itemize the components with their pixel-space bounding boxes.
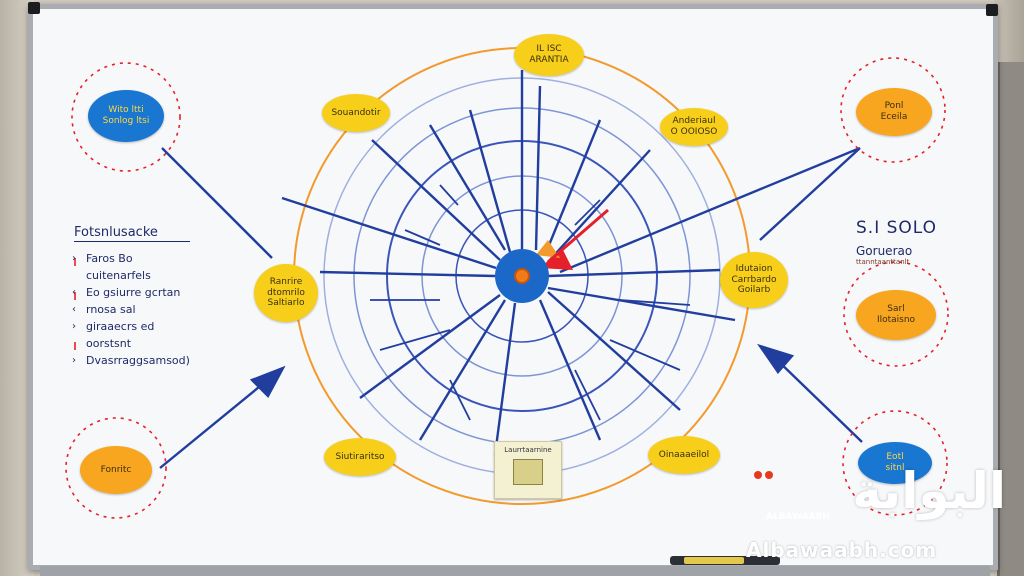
- note-bottom-right-blue: Eotl sitnl: [858, 442, 932, 484]
- side-text-subtitle: Goruerao: [856, 244, 913, 258]
- note-line: IL ISC: [536, 44, 562, 55]
- side-text-small: ttanntaanttanlt: [856, 258, 910, 266]
- bullet-icon: ›: [72, 355, 76, 366]
- note-right-orange: Sarl Ilotaisno: [856, 290, 936, 340]
- list-item-text: giraaecrs ed: [86, 320, 155, 333]
- side-text-block: S.I SOLO Goruerao ttanntaanttanlt: [856, 218, 937, 266]
- note-bottom-right-inner: Oinaaaeilol: [648, 436, 720, 474]
- bullet-icon: ‹: [72, 304, 76, 315]
- bullet-icon: ‹: [72, 287, 76, 298]
- note-line: Sonlog ltsi: [102, 116, 150, 126]
- note-line: ARANTIA: [529, 55, 569, 65]
- watermark-url: Albawaabh.com: [746, 538, 938, 562]
- note-line: Wito ltti: [108, 105, 144, 116]
- list-item-text: cuitenarfels: [86, 269, 151, 282]
- list-item: oorstsnt: [72, 335, 190, 352]
- handwritten-list: Fotsnlusacke › Faros Bo cuitenarfels ‹ Eo …: [72, 225, 190, 369]
- red-wedge: [540, 248, 573, 270]
- note-top-right-inner: Anderiaul O OOIOSO: [660, 108, 728, 146]
- door: [997, 62, 1024, 576]
- marker-label: [684, 557, 744, 564]
- marker-tray: [40, 566, 990, 576]
- connector-arrows: [159, 146, 863, 469]
- note-line: Ilotaisno: [876, 315, 916, 325]
- note-line: O OOIOSO: [670, 127, 718, 137]
- note-line: Eotl: [886, 452, 904, 463]
- list-item: ‹ Eo gsiurre gcrtan: [72, 284, 190, 301]
- note-line: dtomrilo: [267, 287, 305, 298]
- list-item-text: oorstsnt: [86, 337, 132, 350]
- note-top-left-blue: Wito ltti Sonlog ltsi: [88, 90, 164, 142]
- note-line: Idutaion: [735, 263, 773, 274]
- list-item-text: Eo gsiurre gcrtan: [86, 286, 181, 299]
- list-item-text: Dvasrraggsamsod): [86, 354, 190, 367]
- card-picture: [513, 459, 543, 485]
- center-card: Laurrtaarnine: [494, 441, 562, 499]
- list-item: › Dvasrraggsamsod): [72, 352, 190, 369]
- watermark-dots-icon: [754, 466, 776, 479]
- note-line: Ponl: [884, 101, 904, 112]
- orange-wedge: [536, 240, 560, 258]
- note-line: Oinaaaeilol: [658, 449, 710, 460]
- list-item: ‹ rnosa sal: [72, 301, 190, 318]
- watermark-arabic: البوابة: [852, 462, 1006, 520]
- board-clip-top-left: [28, 2, 40, 14]
- bullet-icon: ›: [72, 253, 76, 264]
- note-left-middle: Ranrire dtomrilo Saltiarlo: [254, 264, 318, 322]
- note-line: Eceila: [880, 112, 908, 122]
- note-line: Saltiarlo: [267, 298, 305, 309]
- note-right-middle: Idutaion Carrbardo Goilarb: [720, 252, 788, 308]
- note-top-center: IL ISC ARANTIA: [514, 34, 584, 76]
- note-line: sitnl: [885, 463, 905, 473]
- pointer-needle: [547, 208, 609, 264]
- bullet-icon: ›: [72, 321, 76, 332]
- side-text-title: S.I SOLO: [856, 218, 938, 238]
- list-item: › Faros Bo: [72, 250, 190, 267]
- list-heading: Fotsnlusacke: [74, 225, 190, 242]
- note-top-right-orange: Ponl Eceila: [856, 88, 932, 136]
- inner-ticks: [370, 184, 691, 421]
- note-line: Ranrire: [269, 276, 303, 287]
- note-line: Fonritc: [100, 464, 132, 475]
- note-line: Sarl: [887, 304, 905, 315]
- note-line: Souandotir: [331, 107, 381, 118]
- note-line: Anderiaul: [672, 116, 716, 127]
- list-item: cuitenarfels: [72, 267, 190, 284]
- radial-spokes: [281, 70, 736, 456]
- note-rays: [65, 57, 949, 519]
- note-bottom-left-orange: Fonritc: [80, 446, 152, 494]
- list-item: › giraaecrs ed: [72, 318, 190, 335]
- watermark-small: ALBAWAABH: [766, 512, 830, 522]
- note-line: Carrbardo: [731, 274, 777, 285]
- note-top-left-inner: Souandotir: [322, 94, 390, 132]
- note-line: Goilarb: [737, 285, 771, 296]
- list-item-text: rnosa sal: [86, 303, 136, 316]
- board-clip-top-right: [986, 4, 998, 16]
- watermark: البوابة ALBAWAABH Albawaabh.com: [746, 462, 1014, 572]
- center-pin: [514, 268, 530, 284]
- card-label: Laurrtaarnine: [504, 446, 552, 454]
- note-bottom-left-inner: Siutiraritso: [324, 438, 396, 476]
- list-item-text: Faros Bo: [86, 252, 133, 265]
- note-line: Siutiraritso: [335, 451, 385, 462]
